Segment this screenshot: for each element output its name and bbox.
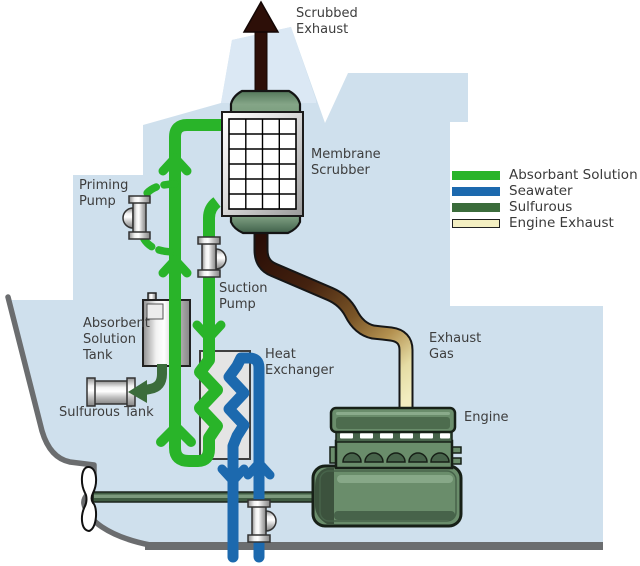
hull-bottom-bar <box>145 542 603 550</box>
funnel <box>221 27 316 103</box>
flow-arrow-down <box>217 464 249 486</box>
scrubbed-exhaust-arrow <box>242 0 280 33</box>
priming-pump <box>122 195 151 240</box>
seawater-pump <box>247 499 277 543</box>
scrubber-top-cap <box>229 89 302 115</box>
label-heat-exchanger: Heat Exchanger <box>265 347 334 378</box>
legend-swatch-engine-exhaust <box>452 218 500 228</box>
legend-label: Seawater <box>509 183 573 199</box>
propeller-icon <box>80 466 98 532</box>
legend-swatch-sulfurous <box>452 202 500 212</box>
sulfurous-tank <box>86 377 136 407</box>
legend-label: Sulfurous <box>509 199 573 215</box>
legend: Absorbant Solution Seawater Sulfurous En… <box>452 167 638 231</box>
flow-arrow-up <box>158 255 192 278</box>
flow-arrow-up <box>158 153 192 176</box>
exhaust-gas-pipe <box>253 228 414 413</box>
legend-label: Engine Exhaust <box>509 215 614 231</box>
legend-item-engine-exhaust: Engine Exhaust <box>452 215 638 231</box>
scrubber-bottom-cap <box>229 213 302 235</box>
legend-item-seawater: Seawater <box>452 183 638 199</box>
legend-item-absorbant-solution: Absorbant Solution <box>452 167 638 183</box>
sulfurous-pipe <box>128 364 167 403</box>
label-suction-pump: Suction Pump <box>219 281 268 312</box>
label-exhaust-gas: Exhaust Gas <box>429 331 482 362</box>
label-engine: Engine <box>464 410 509 425</box>
engine <box>311 406 463 528</box>
absorbent-solution-tank <box>142 292 191 367</box>
flow-arrow-up <box>156 422 196 447</box>
label-sulfurous-tank: Sulfurous Tank <box>59 405 154 420</box>
label-scrubbed-exhaust: Scrubbed Exhaust <box>296 6 358 37</box>
absorbant-solution-pipe <box>140 119 226 467</box>
label-membrane-scrubber: Membrane Scrubber <box>311 147 381 178</box>
label-priming-pump: Priming Pump <box>79 178 129 209</box>
scrubbed-exhaust-pipe <box>254 27 268 95</box>
membrane-scrubber <box>221 0 304 235</box>
priming-bypass-pipe <box>140 180 179 256</box>
flow-arrow-up <box>243 458 275 480</box>
suction-pump <box>197 236 227 278</box>
legend-label: Absorbant Solution <box>509 167 638 183</box>
propeller-shaft <box>92 491 324 503</box>
seawater-pipe <box>217 352 275 563</box>
legend-item-sulfurous: Sulfurous <box>452 199 638 215</box>
legend-swatch-absorbant-solution <box>452 170 500 180</box>
legend-swatch-seawater <box>452 186 500 196</box>
label-absorbent-solution-tank: Absorbent Solution Tank <box>83 316 150 363</box>
flow-arrow-down <box>192 320 226 343</box>
